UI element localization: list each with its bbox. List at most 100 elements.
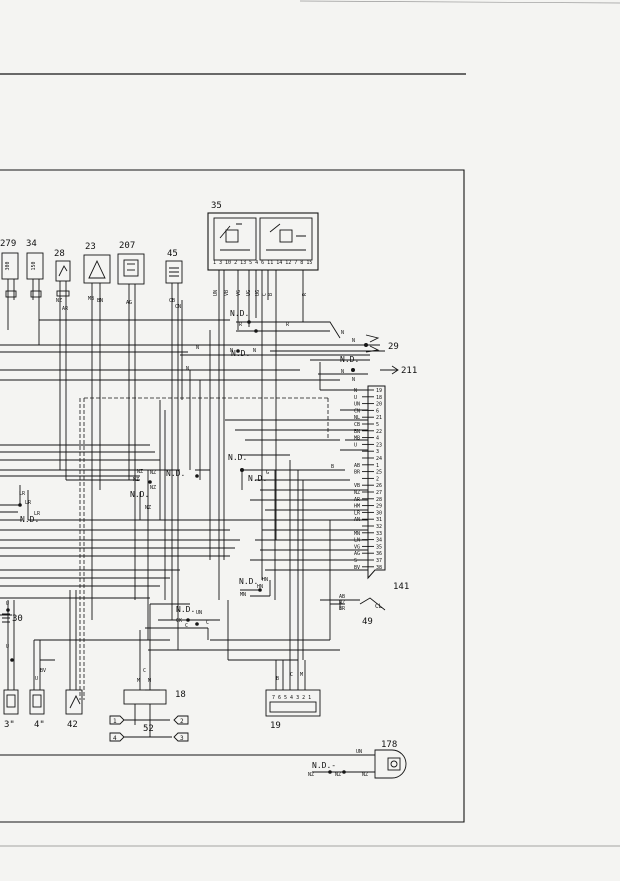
wire-label-h4: N <box>230 348 233 354</box>
component-42: 42 <box>65 689 83 730</box>
wire-label-n4: NZ <box>150 485 156 491</box>
label-52: 52 <box>143 724 154 734</box>
wire-label-bv1: BV <box>40 668 46 674</box>
label-3: 3" <box>4 720 15 730</box>
connector-141-pin-10: 3 <box>376 449 379 455</box>
label-42: 42 <box>67 720 78 730</box>
wire-label-m1: N <box>341 369 344 375</box>
connector-141-pin-26: 37 <box>376 558 382 564</box>
label-207: 207 <box>119 241 135 251</box>
wire-label-v4: UG <box>246 290 252 296</box>
nd-label-6: N.D. <box>248 474 267 483</box>
wire-label-m2: N <box>352 377 355 383</box>
wire-label-n3: NZ <box>150 470 156 476</box>
wire-label-p18a: M <box>137 678 140 684</box>
connector-49-wire-3: BR <box>339 606 346 612</box>
connector-141-wire-1: N <box>354 388 357 394</box>
wire-label-r2: R <box>286 322 290 328</box>
wire-label-t5: AG <box>126 300 132 306</box>
connector-52-pin-4: 4 <box>113 735 117 742</box>
sensor-label-34: 150 <box>31 261 37 270</box>
component-23: 23 <box>83 242 111 298</box>
nd-label-2: N.D. <box>231 349 250 358</box>
connector-141-pin-20: 31 <box>376 517 382 523</box>
label-34: 34 <box>26 239 37 249</box>
connector-141-wire-6: CB <box>354 422 360 428</box>
connector-141-wire-5: NL <box>354 415 360 421</box>
nd-label-10: N.D. <box>176 605 195 614</box>
connector-141-pin-24: 35 <box>376 544 382 550</box>
page-frame <box>0 0 620 847</box>
connector-141-pin-3: 20 <box>376 402 382 408</box>
connector-141-pin-6: 5 <box>376 422 379 428</box>
connector-141-pin-12: 1 <box>376 463 379 469</box>
label-18: 18 <box>175 690 186 700</box>
connector-141-wire-7: BN <box>354 429 360 435</box>
label-49: 49 <box>362 617 373 627</box>
connector-141-wire-19: LR <box>354 510 361 516</box>
wire-label-v6: C <box>262 293 268 296</box>
connector-141-pin-4: 6 <box>376 408 379 414</box>
wire-label-h3: N <box>196 345 199 351</box>
label-23: 23 <box>85 242 96 252</box>
connector-141-pin-21: 32 <box>376 524 382 530</box>
wire-label-r1: R <box>239 322 243 328</box>
wire-label-g1: G <box>266 470 269 476</box>
nd-label-7: N.D. <box>130 490 149 499</box>
component-19: 7 6 5 4 3 2 1 19 <box>265 689 321 731</box>
junction-dots <box>6 320 368 774</box>
label-19: 19 <box>270 721 281 731</box>
wire-label-t3: MB <box>88 296 94 302</box>
connector-141-wire-2: U <box>354 395 357 401</box>
component-3: 3" <box>3 689 19 730</box>
label-279: 279 <box>0 239 16 249</box>
wire-label-v1: UN <box>213 290 219 296</box>
connector-141-wire-13: BR <box>354 470 361 476</box>
component-45: 45 <box>165 249 183 300</box>
connector-141-wire-24: VG <box>354 544 360 550</box>
wire-label-v8: R <box>302 292 308 296</box>
wire-label-w178c: NZ <box>335 772 341 778</box>
connector-52: 1 2 3 4 52 <box>109 715 189 742</box>
wire-label-t1: NZ <box>56 298 62 304</box>
wire-label-v7: B <box>268 293 274 296</box>
wire-label-v3: VG <box>236 290 242 296</box>
component-29: 29 <box>365 334 399 353</box>
wire-label-w178a: UN <box>356 749 362 755</box>
connector-141-wire-12: AB <box>354 463 360 469</box>
wire-label-v5: UG <box>255 290 261 296</box>
component-178: 178 <box>374 740 407 779</box>
component-30: 30 <box>2 613 23 624</box>
connector-141-wire-20: AN <box>354 517 360 523</box>
connector-141-wire-17: AR <box>354 497 361 503</box>
wire-label-lr3: LR <box>34 511 41 517</box>
connector-141-pin-7: 22 <box>376 429 382 435</box>
connector-141-wire-8: MB <box>354 436 360 442</box>
connector-141-pin-22: 33 <box>376 531 382 537</box>
wire-label-p18c: M <box>148 678 151 684</box>
connector-141-pin-27: 38 <box>376 565 382 571</box>
connector-141-pin-23: 34 <box>376 538 382 544</box>
wire-label-hn2: HN <box>257 584 263 590</box>
connector-141-pin-14: 2 <box>376 476 379 482</box>
wire-label-t7: CN <box>175 304 181 310</box>
component-279: 279 300 <box>0 239 19 300</box>
wire-label-ck2: C <box>185 623 188 629</box>
label-45: 45 <box>167 249 178 259</box>
wire-label-p18b: C <box>143 668 146 674</box>
label-141: 141 <box>393 582 409 592</box>
component-207: 207 <box>117 241 145 300</box>
nd-label-178: N.D.- <box>312 761 336 770</box>
wire-label-g2: B <box>331 464 334 470</box>
component-4: 4" <box>29 689 45 730</box>
wire-label-n2: NZ <box>133 477 139 483</box>
connector-19-pins: 7 6 5 4 3 2 1 <box>272 695 311 701</box>
wiring-bundle <box>0 270 385 773</box>
wire-label-b19a: B <box>276 676 279 682</box>
nd-label-4: N.D. <box>166 469 185 478</box>
component-34: 34 150 <box>26 239 44 320</box>
component-28: 28 <box>54 249 71 300</box>
